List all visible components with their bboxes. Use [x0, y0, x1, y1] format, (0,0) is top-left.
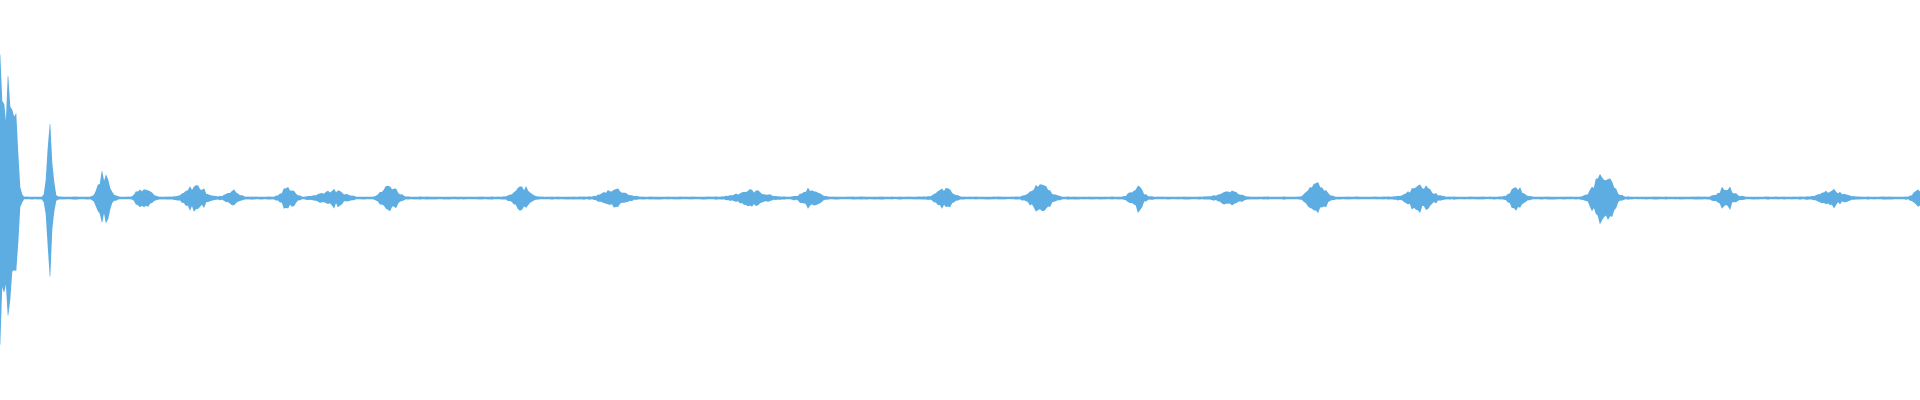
waveform-signal — [0, 54, 1920, 345]
